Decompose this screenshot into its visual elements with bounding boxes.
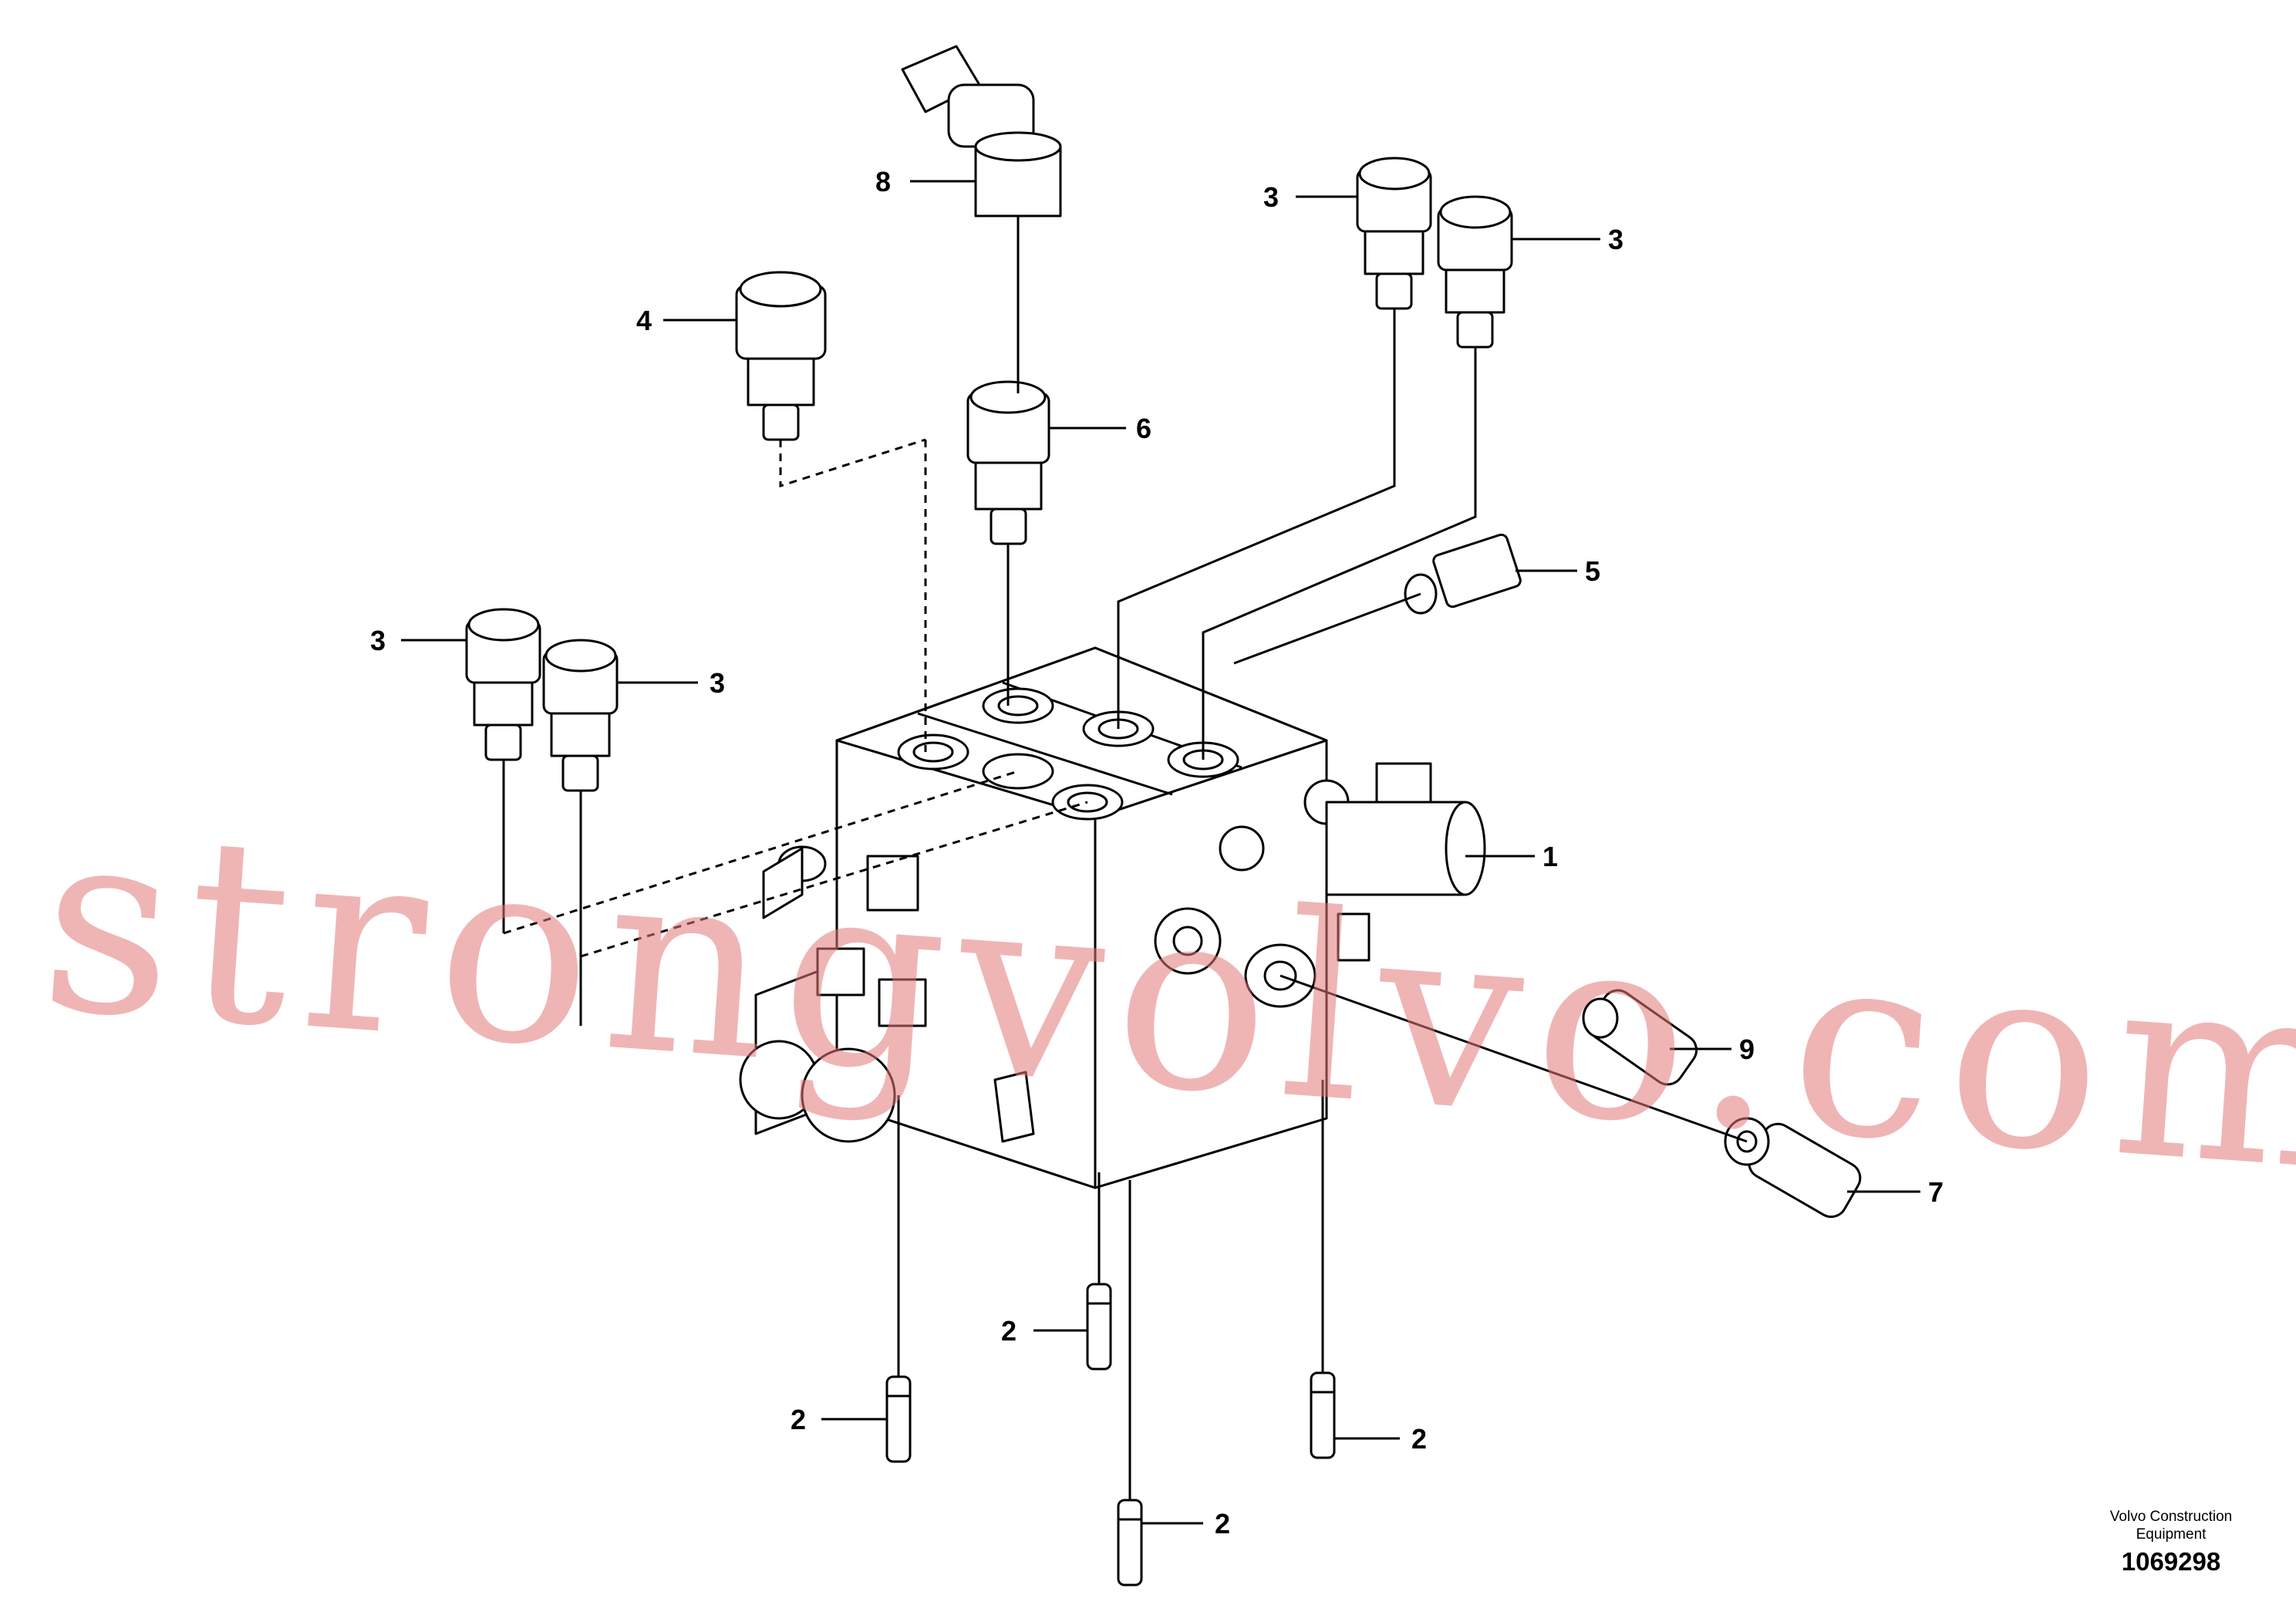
company-name: Volvo Construction Equipment bbox=[2109, 1509, 2233, 1543]
drawing-number: 1069298 bbox=[2121, 1547, 2221, 1576]
callout-numbers: 8 3 3 4 6 5 3 3 1 9 7 2 2 2 2 bbox=[370, 166, 1944, 1539]
callout-3-left-b: 3 bbox=[710, 667, 725, 699]
fitting-3-top-right bbox=[1437, 195, 1513, 349]
fitting-6 bbox=[966, 380, 1050, 545]
pin-2-c bbox=[1117, 1499, 1143, 1587]
callout-3-top-left: 3 bbox=[1263, 181, 1279, 213]
fitting-5 bbox=[1404, 533, 1522, 615]
pin-2-a bbox=[885, 1375, 912, 1463]
pin-2-d bbox=[1310, 1371, 1336, 1459]
fitting-7 bbox=[1724, 1117, 1862, 1219]
callout-6: 6 bbox=[1136, 413, 1151, 444]
assembly-lines bbox=[502, 216, 1748, 1500]
callout-3-left-a: 3 bbox=[370, 625, 386, 656]
callout-9: 9 bbox=[1739, 1034, 1755, 1065]
pin-2-b bbox=[1086, 1283, 1112, 1371]
valve-block bbox=[739, 646, 1486, 1189]
fitting-8-elbow bbox=[901, 45, 1062, 218]
drawing-credit: Volvo Construction Equipment 1069298 bbox=[2075, 1508, 2267, 1576]
callout-1: 1 bbox=[1542, 841, 1558, 872]
callout-7: 7 bbox=[1928, 1176, 1944, 1208]
fitting-3-left-b bbox=[542, 639, 619, 792]
callout-2-b: 2 bbox=[791, 1404, 806, 1435]
callout-2-d: 2 bbox=[1215, 1508, 1230, 1539]
callout-4: 4 bbox=[636, 305, 652, 336]
fitting-3-left-a bbox=[465, 608, 541, 761]
fitting-3-top-left bbox=[1356, 157, 1432, 310]
callout-leaders bbox=[401, 180, 1920, 1525]
callout-5: 5 bbox=[1585, 555, 1600, 587]
fitting-9 bbox=[1582, 989, 1698, 1086]
fitting-4 bbox=[735, 271, 827, 441]
callout-2-c: 2 bbox=[1411, 1423, 1427, 1455]
callout-2-a: 2 bbox=[1001, 1315, 1017, 1347]
callout-3-top-right: 3 bbox=[1608, 224, 1623, 255]
callout-8: 8 bbox=[875, 166, 891, 197]
